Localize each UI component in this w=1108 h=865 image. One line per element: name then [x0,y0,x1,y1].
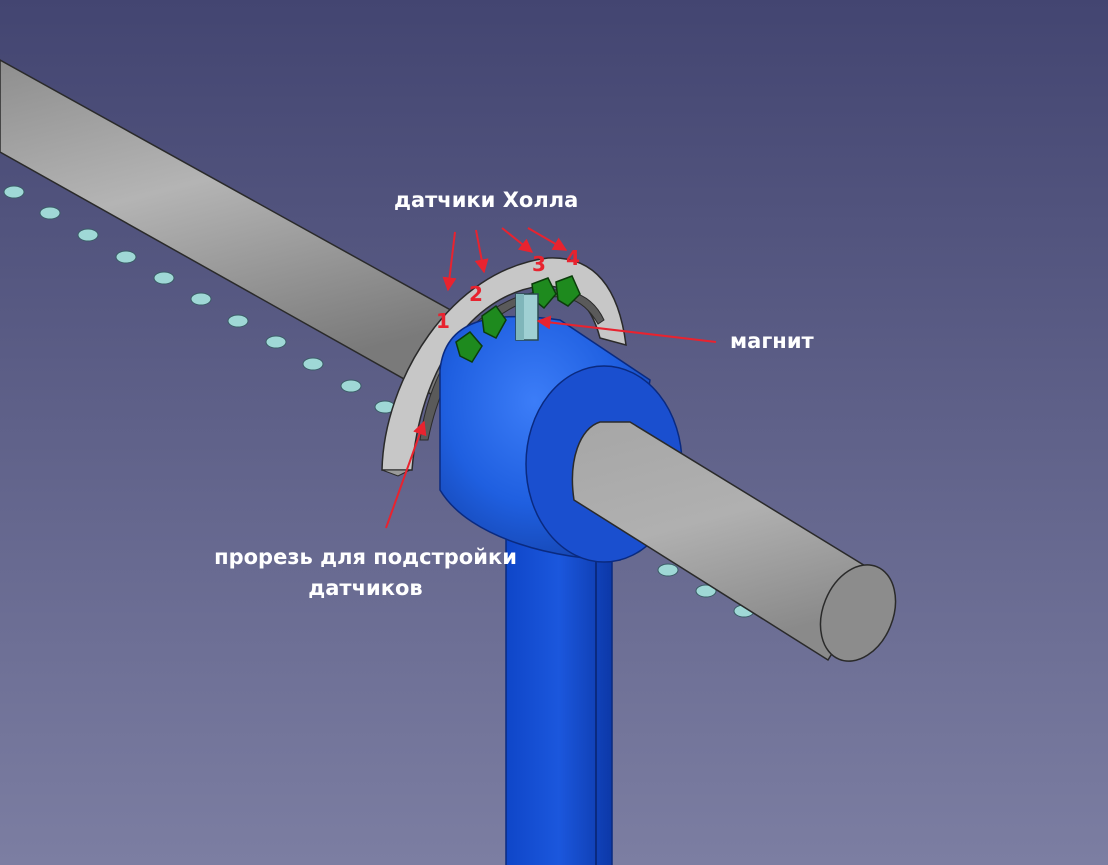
hall-sensor-4 [555,275,581,307]
adjustment-slot-label-line2: датчиков [308,576,423,600]
magnet-label: магнит [730,329,814,353]
magnet [515,293,539,341]
arrow-sensor-3 [501,227,534,253]
sensor-number-1: 1 [436,309,450,333]
sensor-number-4: 4 [566,246,580,270]
support-post [505,529,613,865]
arrow-slot [385,420,427,529]
arrow-sensor-4 [527,227,568,251]
hall-sensor-1 [455,330,483,363]
annotation-arrows [385,227,717,529]
sensor-number-3: 3 [532,252,546,276]
arrow-sensor-1 [442,231,457,292]
shaft-end-face [819,564,897,662]
hall-sensor-2 [481,304,507,339]
adjustment-slot-label: прорезь для подстройки датчиков [209,542,522,604]
arrow-sensor-2 [474,229,489,274]
sensor-number-2: 2 [469,282,483,306]
hall-sensors-label: датчики Холла [394,188,579,212]
adjustment-slot-label-line1: прорезь для подстройки [214,545,517,569]
arrow-magnet [536,315,717,343]
